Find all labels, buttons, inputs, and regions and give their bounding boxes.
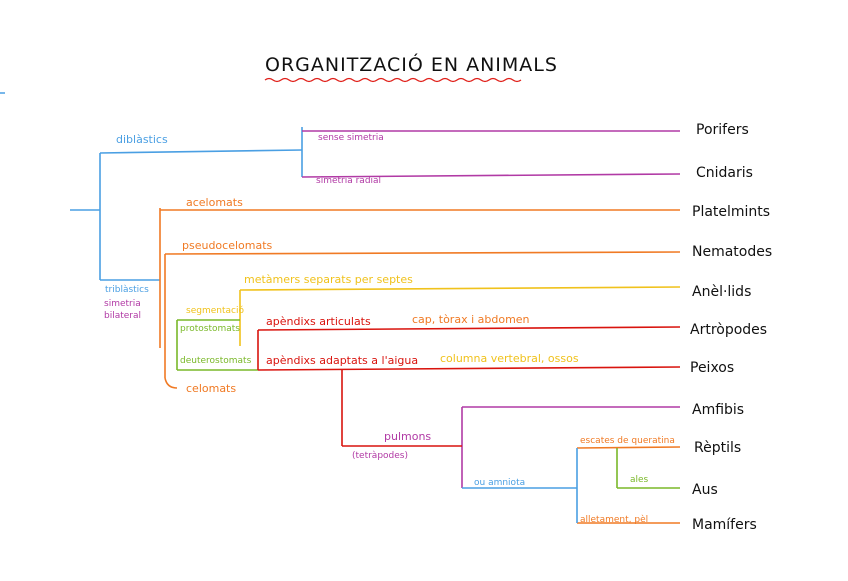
label-apendixs-adaptats: apèndixs adaptats a l'aigua [266, 354, 418, 367]
blue-branches [70, 127, 303, 281]
label-pulmons: pulmons [384, 430, 431, 443]
taxon-peixos: Peixos [690, 360, 734, 376]
taxon-porifers: Porifers [696, 122, 749, 138]
taxon-reptils: Rèptils [694, 440, 741, 456]
red-branches [257, 326, 681, 447]
label-apendixs-articulats: apèndixs articulats [266, 315, 371, 328]
label-columna: columna vertebral, ossos [440, 352, 579, 365]
taxon-platelmints: Platelmints [692, 204, 770, 220]
label-cap-torax: cap, tòrax i abdomen [412, 313, 530, 326]
label-simetria-radial: simetria radial [316, 176, 381, 186]
label-diblastics: diblàstics [116, 133, 168, 146]
taxon-artropodes: Artròpodes [690, 322, 767, 338]
label-tetrapodes: (tetràpodes) [352, 451, 408, 461]
label-alletament: alletament, pèl [580, 514, 648, 525]
magenta-branches [301, 130, 681, 488]
taxon-amfibis: Amfibis [692, 402, 744, 418]
label-protostomats: protostomats [180, 324, 240, 334]
label-escates: escates de queratina [580, 436, 675, 446]
label-simetria-bilateral-2: bilateral [104, 311, 141, 321]
taxon-anelids: Anèl·lids [692, 284, 751, 300]
yellow-branches [239, 286, 681, 346]
label-deuterostomats: deuterostomats [180, 356, 252, 366]
label-sense-simetria: sense simetria [318, 133, 384, 143]
taxon-aus: Aus [692, 482, 718, 498]
label-triblastics: triblàstics [105, 285, 149, 295]
taxon-nematodes: Nematodes [692, 244, 772, 260]
taxon-cnidaris: Cnidaris [696, 165, 753, 181]
label-acelomats: acelomats [186, 196, 243, 209]
label-pseudocelomats: pseudocelomats [182, 239, 273, 252]
amniote-branches [462, 448, 578, 523]
green-branches [176, 319, 680, 489]
taxon-mamifers: Mamífers [692, 517, 757, 533]
label-ou-amniota: ou amniota [474, 478, 525, 488]
label-celomats: celomats [186, 382, 236, 395]
label-simetria-bilateral-1: simetria [104, 299, 141, 309]
label-ales: ales [630, 475, 649, 485]
diagram-title: ORGANITZACIÓ EN ANIMALS [265, 52, 558, 76]
label-metameres: metàmers separats per septes [244, 273, 413, 286]
orange-branches [159, 208, 681, 524]
title-underline [264, 77, 522, 83]
label-segmentacio: segmentació [186, 305, 244, 316]
